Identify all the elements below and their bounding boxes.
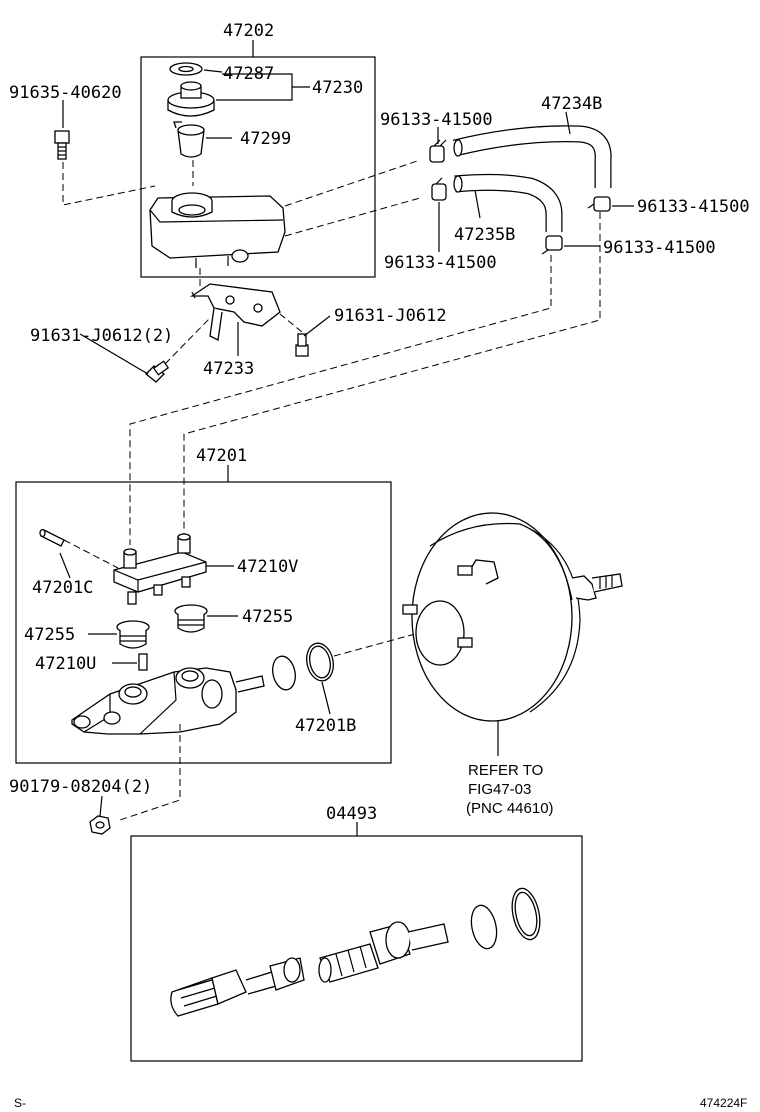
part-label-47234B: 47234B [541,94,602,114]
piston-assembly-2 [318,921,449,983]
group-label-47201: 47201 [196,446,247,466]
piston-assembly-1 [170,957,305,1017]
o-ring-kit-thin [470,904,498,950]
bolt-91635 [54,130,70,160]
group-label-04493: 04493 [326,804,377,824]
part-label-96133-right1: 96133-41500 [637,197,750,217]
clamp-96133-bottom [431,177,447,201]
part-label-47235B: 47235B [454,225,515,245]
brake-booster [402,512,623,722]
o-ring-47201B [306,642,334,682]
grommet-plate-47210V [113,533,207,605]
group-box-47202 [140,56,376,278]
part-label-91631-left: 91631-J0612(2) [30,326,173,346]
part-label-47287: 47287 [223,64,274,84]
reference-line-1: REFER TO [468,762,543,779]
part-label-47299: 47299 [240,129,291,149]
group-box-47201 [15,481,392,764]
part-label-91631-right: 91631-J0612 [334,306,447,326]
part-label-96133-top: 96133-41500 [380,110,493,130]
part-label-96133-right2: 96133-41500 [603,238,716,258]
bolt-91631-left [145,360,170,383]
footer-figure-code: 474224F [700,1096,747,1110]
part-label-47201B: 47201B [295,716,356,736]
reservoir-tank [149,192,286,268]
clamp-96133-right1 [587,196,611,212]
reservoir-bracket [189,283,281,341]
part-label-90179-08204: 90179-08204(2) [9,777,152,797]
reservoir-strainer [173,121,205,158]
part-label-47233: 47233 [203,359,254,379]
hose-47235B [453,173,563,232]
clamp-96133-top [429,139,447,163]
hose-47234B [452,125,612,188]
o-ring-kit-thick [511,887,541,941]
reference-line-2: FIG47-03 [468,781,531,798]
o-ring-thin [272,655,296,691]
part-label-47230: 47230 [312,78,363,98]
footer-left-code: S- [14,1096,26,1110]
part-label-96133-bottom: 96133-41500 [384,253,497,273]
clamp-96133-right2 [541,235,563,255]
master-cylinder-body [71,667,265,735]
grommet-47255-right [174,604,208,633]
pin-47210U [138,653,148,671]
nut-90179 [89,815,111,835]
part-label-91635-40620: 91635-40620 [9,83,122,103]
bolt-91631-right [295,333,309,357]
group-label-47202: 47202 [223,21,274,41]
part-label-47210U: 47210U [35,654,96,674]
reference-line-3: (PNC 44610) [466,800,554,817]
part-label-47255-left: 47255 [24,625,75,645]
part-label-47201C: 47201C [32,578,93,598]
part-label-47255-right: 47255 [242,607,293,627]
pin-47201C [39,528,65,547]
grommet-47255-left [116,620,150,649]
part-label-47210V: 47210V [237,557,298,577]
reservoir-cap [167,81,215,117]
reservoir-cap-gasket [169,62,203,76]
